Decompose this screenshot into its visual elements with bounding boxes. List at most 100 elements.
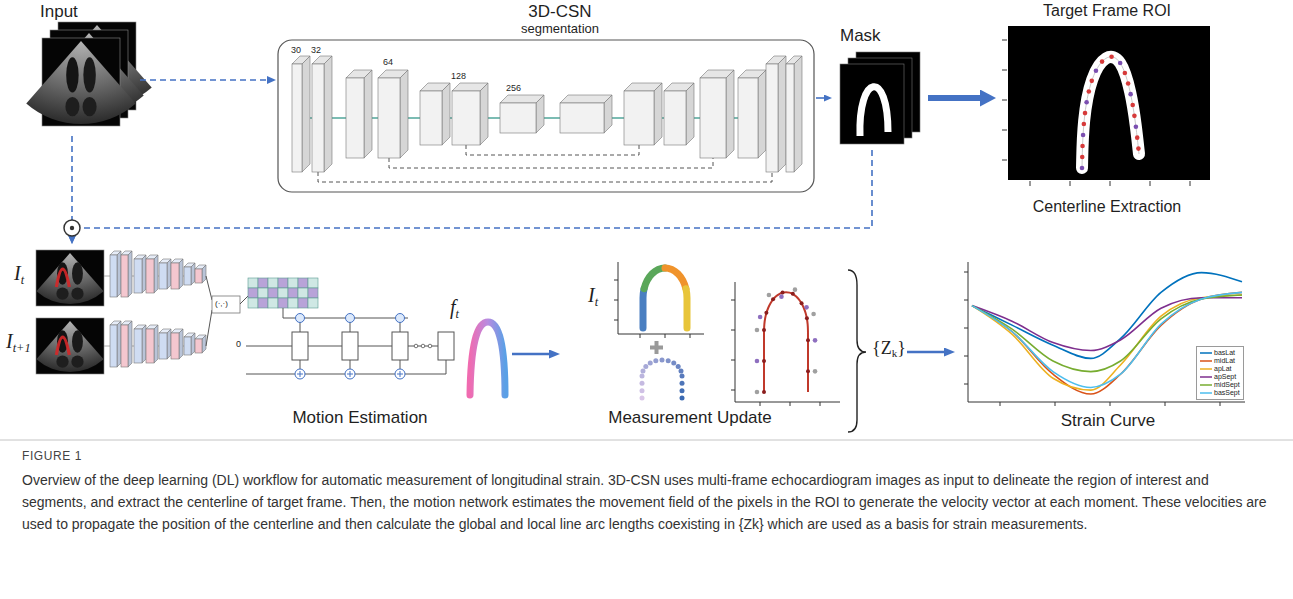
velocity-point bbox=[676, 364, 681, 369]
centerline-point bbox=[1135, 135, 1140, 140]
legend-sample bbox=[1200, 374, 1212, 380]
tracked-point bbox=[764, 311, 768, 315]
layer-side bbox=[202, 335, 206, 353]
cost-volume-cell bbox=[258, 288, 268, 298]
legend-text: midLat bbox=[1214, 357, 1235, 365]
legend-text: basLat bbox=[1214, 349, 1235, 357]
subscript: k bbox=[892, 347, 898, 359]
figure-label: FIGURE 1 bbox=[22, 450, 82, 464]
velocity-point bbox=[660, 358, 665, 363]
context-node bbox=[396, 314, 405, 323]
text-part: I bbox=[588, 284, 595, 306]
cost-volume-cell bbox=[258, 298, 268, 308]
layer-front bbox=[171, 263, 179, 289]
roi-image bbox=[1008, 26, 1210, 180]
channel-number: (·,·) bbox=[215, 299, 228, 308]
centerline-point bbox=[1134, 124, 1139, 129]
centerline-point bbox=[1086, 89, 1091, 94]
update-link bbox=[300, 322, 301, 332]
centerline-point bbox=[1082, 122, 1087, 127]
velocity-point bbox=[640, 374, 645, 379]
axis-tick bbox=[731, 300, 735, 301]
heart-chamber bbox=[65, 97, 79, 116]
update-link bbox=[350, 322, 351, 332]
cost-volume-cell bbox=[288, 288, 298, 298]
sum-sign bbox=[297, 371, 303, 377]
centerline bbox=[1082, 57, 1139, 168]
velocity-point bbox=[666, 358, 671, 363]
layer-front bbox=[159, 333, 167, 359]
velocity-point bbox=[640, 381, 645, 386]
node-heading: Motion Estimation bbox=[292, 408, 427, 428]
gru-cell bbox=[342, 332, 358, 360]
legend-sample bbox=[1200, 382, 1212, 388]
math-symbol: {Zk} bbox=[872, 338, 906, 359]
ellipsis-dot bbox=[428, 344, 432, 348]
layer-front bbox=[110, 255, 117, 297]
diagram-node: 3D-CSNsegmentation bbox=[276, 2, 816, 194]
axis-tick bbox=[964, 272, 968, 273]
subscript: t bbox=[595, 295, 598, 309]
layer-front bbox=[121, 255, 128, 297]
layer-front bbox=[560, 103, 604, 133]
layer-front bbox=[184, 337, 191, 355]
segment-curve bbox=[665, 268, 686, 289]
axis-tick bbox=[1190, 181, 1191, 186]
channel-number: 256 bbox=[506, 83, 521, 93]
layer-side bbox=[536, 95, 544, 133]
strain-curve bbox=[972, 298, 1242, 351]
diagram-node: Target Frame ROICenterline Extraction bbox=[996, 2, 1218, 224]
velocity-point bbox=[640, 388, 645, 393]
legend-text: apSept bbox=[1214, 373, 1236, 381]
subscript: t bbox=[456, 307, 459, 321]
axis-tick bbox=[964, 300, 968, 301]
layer-front bbox=[766, 64, 778, 172]
cost-volume-cell bbox=[308, 288, 318, 298]
velocity-point bbox=[679, 369, 684, 374]
text-part: I bbox=[14, 262, 21, 284]
axis-tick bbox=[964, 356, 968, 357]
axis-tick bbox=[1002, 130, 1007, 131]
legend-line bbox=[1200, 384, 1212, 386]
layer-side bbox=[758, 70, 766, 158]
layer-side bbox=[686, 83, 694, 145]
velocity-point bbox=[680, 381, 685, 386]
cost-volume-cell bbox=[248, 298, 258, 308]
tracked-point bbox=[781, 290, 785, 294]
heart-chamber bbox=[72, 330, 83, 352]
measurement-point bbox=[793, 287, 798, 292]
myocardium-overlay bbox=[56, 337, 69, 355]
centerline-point bbox=[1126, 81, 1131, 86]
layer-side bbox=[202, 265, 206, 283]
layer-front bbox=[184, 267, 191, 285]
velocity-point bbox=[680, 388, 685, 393]
axis-tick bbox=[820, 402, 821, 406]
skip-connection bbox=[466, 145, 639, 155]
axis-tick bbox=[1150, 181, 1151, 186]
velocity-point bbox=[640, 396, 645, 401]
legend-line bbox=[1200, 368, 1212, 370]
plot-axes bbox=[735, 282, 840, 402]
layer-side bbox=[604, 95, 612, 133]
layer-side bbox=[179, 329, 183, 359]
layer-side bbox=[778, 56, 786, 172]
cost-volume-cell bbox=[298, 288, 308, 298]
layer-side bbox=[154, 325, 158, 363]
chart-axes bbox=[968, 262, 1245, 402]
heart-chamber bbox=[71, 288, 83, 300]
layer-side bbox=[191, 263, 195, 285]
legend-sample bbox=[1200, 358, 1212, 364]
text-part: f bbox=[450, 296, 456, 318]
centerline-point bbox=[1080, 144, 1085, 149]
layer-side bbox=[794, 56, 802, 172]
skip-connection bbox=[318, 172, 772, 182]
cost-volume-cell bbox=[268, 278, 278, 288]
centerline-point bbox=[1089, 79, 1094, 84]
cost-volume-cell bbox=[268, 288, 278, 298]
caption-rule bbox=[0, 440, 1293, 441]
measurement-point bbox=[755, 328, 760, 333]
channel-number: 32 bbox=[311, 45, 321, 55]
layer-front bbox=[452, 91, 480, 145]
axis-tick bbox=[731, 360, 735, 361]
update-link bbox=[400, 322, 401, 332]
